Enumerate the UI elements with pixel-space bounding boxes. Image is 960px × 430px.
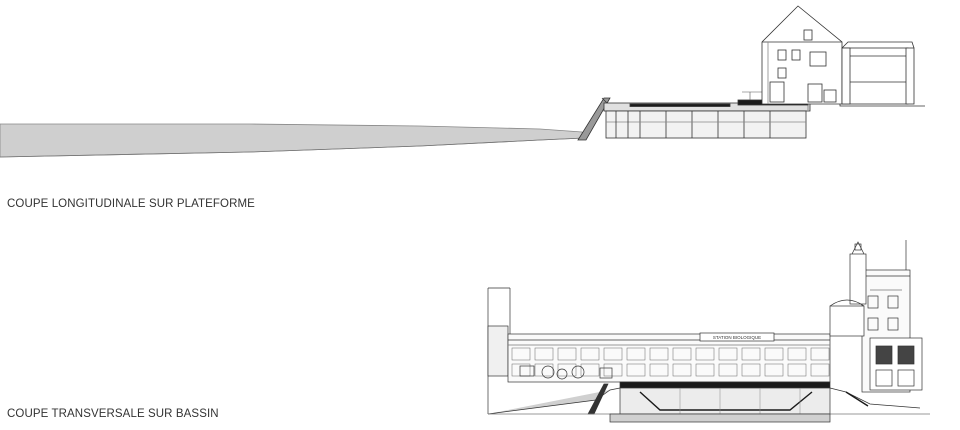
- facade-window: [787, 347, 807, 361]
- facade-window: [787, 363, 807, 377]
- facade-windows: [511, 347, 830, 377]
- right-tower-building: [829, 240, 923, 393]
- facade-window: [764, 347, 784, 361]
- access-ramp: [577, 97, 611, 141]
- sea-bed-line: [0, 137, 585, 158]
- facade-window: [557, 363, 577, 377]
- facade-window: [626, 347, 646, 361]
- basin-section: [487, 381, 930, 423]
- side-building: [841, 41, 915, 105]
- section-label-longitudinal: COUPE LONGITUDINALE SUR PLATEFORME: [7, 198, 255, 210]
- sea-water-surface: [0, 123, 585, 158]
- facade-window: [580, 363, 600, 377]
- facade-window: [672, 363, 692, 377]
- section-label-transversal: COUPE TRANSVERSALE SUR BASSIN: [7, 408, 219, 420]
- facade-window: [810, 363, 830, 377]
- facade-window: [741, 363, 761, 377]
- facade-window: [534, 347, 554, 361]
- right-embankment: [829, 387, 921, 409]
- facade-sign: STATION BIOLOGIQUE: [713, 335, 761, 340]
- facade-window: [718, 347, 738, 361]
- long-facade: [507, 332, 831, 383]
- facade-window: [649, 347, 669, 361]
- facade-window: [603, 347, 623, 361]
- machinery-wheels: [519, 365, 613, 380]
- gabled-house: [761, 5, 843, 105]
- platform-roof-black-2: [629, 103, 731, 107]
- facade-window: [626, 363, 646, 377]
- basin-roof: [619, 381, 831, 389]
- facade-window: [603, 363, 623, 377]
- facade-window: [764, 363, 784, 377]
- facade-window: [672, 347, 692, 361]
- left-building-edge: [487, 287, 511, 414]
- facade-window: [695, 347, 715, 361]
- basin-structure: [639, 391, 813, 411]
- facade-window: [695, 363, 715, 377]
- facade-window: [557, 347, 577, 361]
- facade-window: [741, 347, 761, 361]
- longitudinal-section: [0, 5, 925, 158]
- facade-window: [810, 347, 830, 361]
- transversal-section: STATION BIOLOGIQUE: [487, 240, 930, 423]
- facade-window: [511, 347, 531, 361]
- platform-piers: [606, 111, 806, 138]
- platform-substructure: [605, 110, 807, 139]
- facade-window: [649, 363, 669, 377]
- facade-window: [718, 363, 738, 377]
- facade-window: [580, 347, 600, 361]
